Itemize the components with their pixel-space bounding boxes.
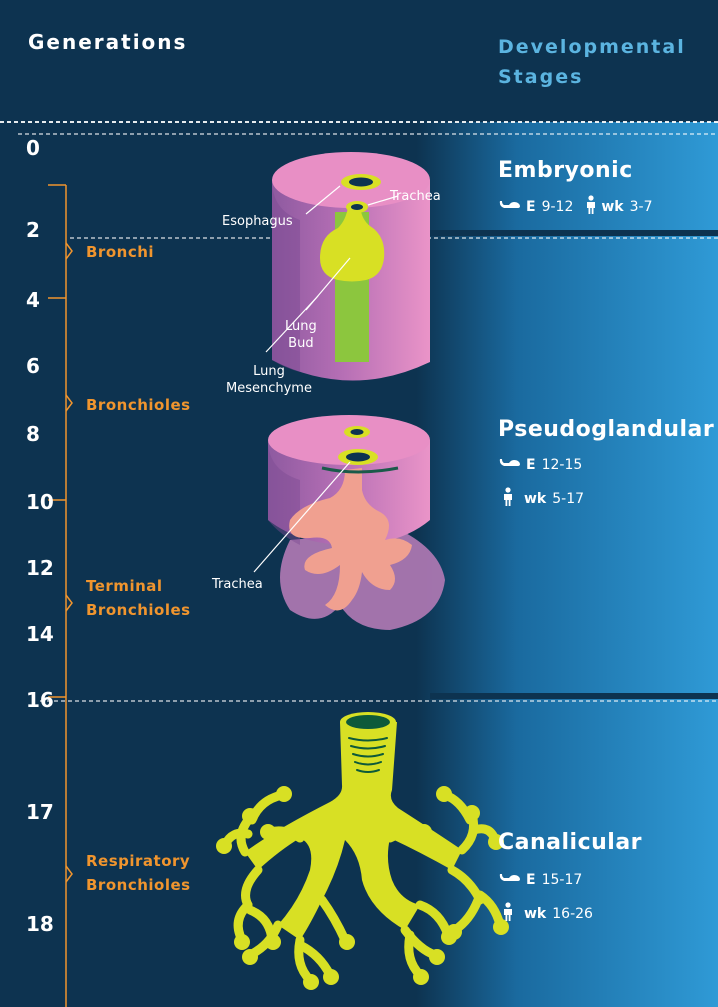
generation-4: 4 xyxy=(26,288,40,312)
stage-pseudoglandular-human: wk 5-17 xyxy=(502,487,584,511)
stage-band-edge-1 xyxy=(430,230,718,236)
pseudoglandular-lung-model xyxy=(268,415,445,630)
stage-title-canalicular: Canalicular xyxy=(498,830,642,855)
label-esophagus: Esophagus xyxy=(222,213,293,230)
mouse-range: 12-15 xyxy=(542,457,583,473)
stage-canalicular-human: wk 16-26 xyxy=(502,902,593,926)
generation-6: 6 xyxy=(26,354,40,378)
label-lung-bud: Lung Bud xyxy=(285,318,317,352)
terminal-line2: Bronchioles xyxy=(86,598,191,622)
label-trachea-top: Trachea xyxy=(390,188,441,205)
generation-14: 14 xyxy=(26,622,54,646)
generation-17: 17 xyxy=(26,800,54,824)
respiratory-line2: Bronchioles xyxy=(86,873,191,897)
mouse-icon xyxy=(498,455,522,475)
airway-label-bronchi: Bronchi xyxy=(86,240,154,264)
generations-header: Generations xyxy=(28,30,187,54)
human-prefix: wk xyxy=(601,199,623,215)
human-icon xyxy=(502,487,514,511)
lung-bud-line2: Bud xyxy=(285,335,317,352)
stage-title-pseudoglandular: Pseudoglandular xyxy=(498,417,714,442)
stage-canalicular-mouse: E 15-17 xyxy=(498,870,582,890)
generation-12: 12 xyxy=(26,556,54,580)
stage-band-edge-2 xyxy=(430,693,718,699)
generation-16: 16 xyxy=(26,688,54,712)
respiratory-line1: Respiratory xyxy=(86,849,191,873)
generation-8: 8 xyxy=(26,422,40,446)
mesenchyme-line1: Lung xyxy=(226,363,312,380)
stage-pseudoglandular-mouse: E 12-15 xyxy=(498,455,582,475)
stage-title-embryonic: Embryonic xyxy=(498,158,633,183)
developmental-stages-header: Developmental Stages xyxy=(498,32,686,92)
mouse-range: 15-17 xyxy=(542,872,583,888)
generation-18: 18 xyxy=(26,912,54,936)
human-icon xyxy=(502,902,514,926)
mouse-prefix: E xyxy=(526,457,536,473)
mouse-prefix: E xyxy=(526,199,536,215)
label-trachea-mid: Trachea xyxy=(212,576,263,593)
header-right-line1: Developmental xyxy=(498,32,686,62)
airway-label-respiratory-bronchioles: Respiratory Bronchioles xyxy=(86,849,191,897)
human-range: 5-17 xyxy=(552,491,584,507)
generation-0: 0 xyxy=(26,136,40,160)
human-prefix: wk xyxy=(524,906,546,922)
mesenchyme-line2: Mesenchyme xyxy=(226,380,312,397)
mouse-prefix: E xyxy=(526,872,536,888)
stage-embryonic-ages: E 9-12 wk 3-7 xyxy=(498,195,652,219)
label-lung-mesenchyme: Lung Mesenchyme xyxy=(226,363,312,397)
header-right-line2: Stages xyxy=(498,62,686,92)
mouse-range: 9-12 xyxy=(542,199,574,215)
generation-10: 10 xyxy=(26,490,54,514)
human-icon xyxy=(585,195,597,219)
airway-label-terminal-bronchioles: Terminal Bronchioles xyxy=(86,574,191,622)
human-range: 3-7 xyxy=(630,199,653,215)
terminal-line1: Terminal xyxy=(86,574,191,598)
mouse-icon xyxy=(498,870,522,890)
human-prefix: wk xyxy=(524,491,546,507)
generation-2: 2 xyxy=(26,218,40,242)
lung-bud-line1: Lung xyxy=(285,318,317,335)
airway-label-bronchioles: Bronchioles xyxy=(86,393,191,417)
human-range: 16-26 xyxy=(552,906,593,922)
mouse-icon xyxy=(498,197,522,217)
